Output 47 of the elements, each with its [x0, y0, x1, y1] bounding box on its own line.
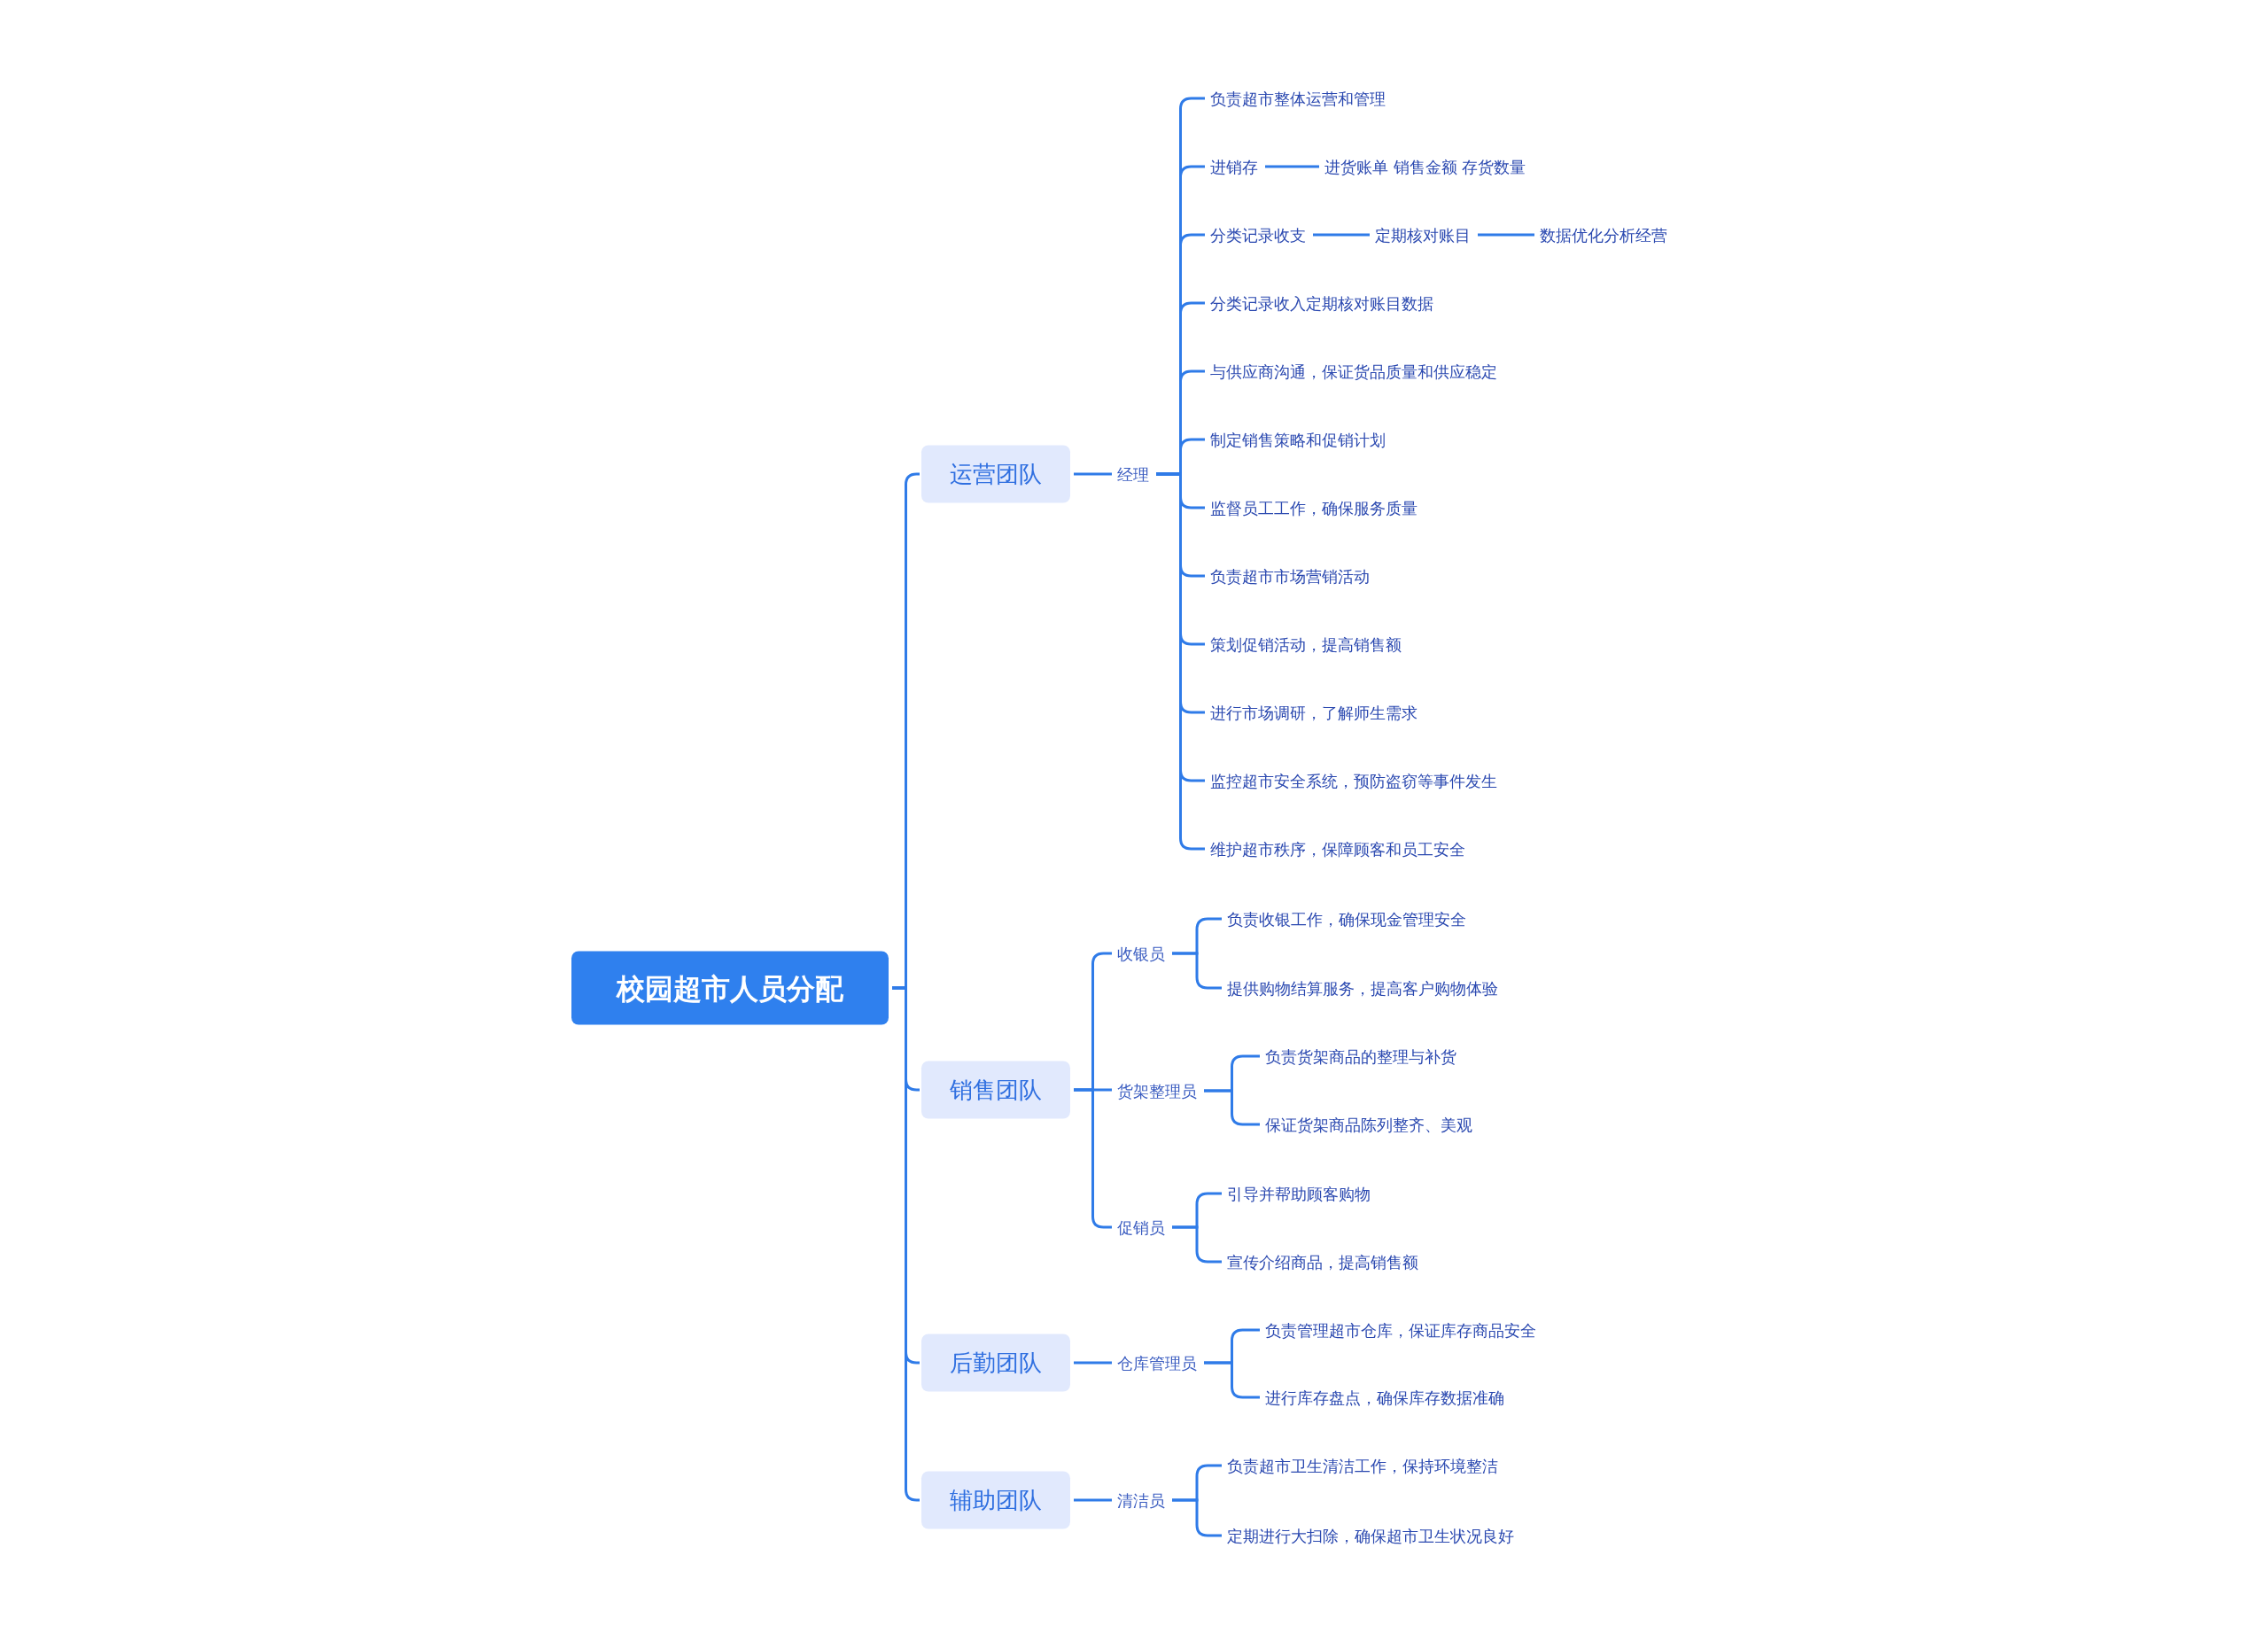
- topic-text: 制定销售策略和促销计划: [1207, 427, 1389, 452]
- connector: [1074, 472, 1112, 476]
- topic-text: 进货账单 销售金额 存货数量: [1321, 154, 1530, 179]
- topic-text: 定期进行大扫除，确保超市卫生状况良好: [1223, 1523, 1518, 1548]
- team-box: 运营团队: [921, 445, 1070, 503]
- connector: [1172, 1498, 1222, 1537]
- topic-text: 负责管理超市仓库，保证库存商品安全: [1262, 1318, 1540, 1342]
- topic-text: 引导并帮助顾客购物: [1223, 1181, 1374, 1206]
- topic-text: 数据优化分析经营: [1536, 222, 1671, 247]
- team-box: 销售团队: [921, 1061, 1070, 1119]
- topic-text: 负责超市卫生清洁工作，保持环境整洁: [1223, 1453, 1502, 1478]
- connector: [1204, 1089, 1260, 1126]
- topic-text: 经理: [1114, 462, 1153, 486]
- team-box: 后勤团队: [921, 1334, 1070, 1392]
- topic-text: 促销员: [1114, 1215, 1169, 1240]
- topic-text: 负责收银工作，确保现金管理安全: [1223, 906, 1470, 931]
- topic-text: 收银员: [1114, 941, 1169, 966]
- topic-text: 监控超市安全系统，预防盗窃等事件发生: [1207, 768, 1501, 793]
- topic-text: 提供购物结算服务，提高客户购物体验: [1223, 976, 1502, 1000]
- topic-text: 与供应商沟通，保证货品质量和供应稳定: [1207, 359, 1501, 384]
- topic-text: 进销存: [1207, 154, 1262, 179]
- connector: [1478, 233, 1534, 237]
- connector: [1074, 1498, 1112, 1502]
- topic-text: 进行库存盘点，确保库存数据准确: [1262, 1385, 1508, 1410]
- topic-text: 监督员工工作，确保服务质量: [1207, 495, 1421, 520]
- connector: [1313, 233, 1370, 237]
- connector: [1074, 1361, 1112, 1365]
- topic-text: 宣传介绍商品，提高销售额: [1223, 1249, 1422, 1274]
- topic-text: 负责货架商品的整理与补货: [1262, 1044, 1460, 1069]
- team-box: 辅助团队: [921, 1471, 1070, 1529]
- topic-text: 货架整理员: [1114, 1078, 1200, 1103]
- root-topic-box: 校园超市人员分配: [571, 951, 889, 1025]
- topic-text: 定期核对账目: [1371, 222, 1474, 247]
- connector: [1172, 1225, 1222, 1264]
- topic-text: 清洁员: [1114, 1488, 1169, 1512]
- topic-text: 负责超市整体运营和管理: [1207, 86, 1389, 111]
- topic-text: 策划促销活动，提高销售额: [1207, 632, 1405, 657]
- topic-text: 进行市场调研，了解师生需求: [1207, 700, 1421, 725]
- connector: [1172, 952, 1222, 990]
- topic-text: 保证货架商品陈列整齐、美观: [1262, 1112, 1476, 1137]
- topic-text: 分类记录收支: [1207, 222, 1309, 247]
- topic-text: 仓库管理员: [1114, 1350, 1200, 1375]
- connector: [1265, 165, 1319, 168]
- topic-text: 分类记录收入定期核对账目数据: [1207, 291, 1437, 315]
- topic-text: 维护超市秩序，保障顾客和员工安全: [1207, 836, 1469, 861]
- connector: [1204, 1361, 1260, 1399]
- topic-text: 负责超市市场营销活动: [1207, 564, 1373, 588]
